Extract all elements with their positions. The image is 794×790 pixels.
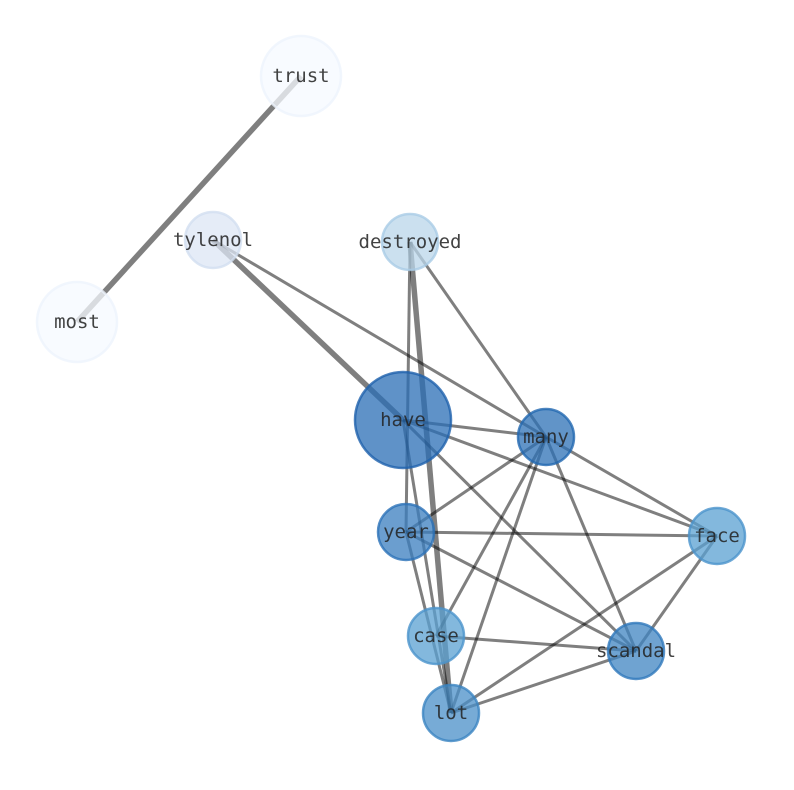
edge-have-face: [402, 418, 718, 538]
node-destroyed[interactable]: destroyed: [359, 212, 462, 272]
node-circle[interactable]: [421, 683, 481, 743]
edge-trust-most: [74, 74, 304, 324]
node-circle[interactable]: [687, 506, 747, 566]
node-label: case: [413, 625, 459, 647]
node-circle[interactable]: [516, 407, 576, 467]
edge-have-scandal: [401, 418, 638, 653]
node-year[interactable]: year: [376, 502, 436, 562]
edge-many-lot: [449, 436, 548, 714]
node-label: year: [383, 521, 429, 543]
edge-many-scandal: [544, 436, 638, 652]
node-trust[interactable]: trust: [259, 34, 343, 118]
node-circle[interactable]: [376, 502, 436, 562]
node-label: trust: [272, 65, 329, 87]
edge-face-lot: [450, 534, 718, 715]
node-circle[interactable]: [259, 34, 343, 118]
node-circle[interactable]: [406, 606, 466, 666]
node-label: destroyed: [359, 231, 462, 253]
edge-tylenol-many: [212, 238, 547, 439]
node-label: face: [694, 525, 740, 547]
node-most[interactable]: most: [35, 280, 119, 364]
edge-year-scandal: [405, 530, 637, 653]
node-label: many: [523, 426, 569, 448]
node-label: scandal: [596, 640, 676, 662]
node-label: lot: [434, 702, 468, 724]
edge-year-face: [405, 530, 718, 538]
edge-destroyed-many: [408, 241, 548, 438]
node-tylenol[interactable]: tylenol: [173, 210, 253, 270]
node-many[interactable]: many: [516, 407, 576, 467]
node-label: have: [380, 409, 426, 431]
edge-many-face: [545, 435, 718, 538]
node-face[interactable]: face: [687, 506, 747, 566]
node-scandal[interactable]: scandal: [596, 621, 676, 681]
node-label: tylenol: [173, 229, 253, 251]
node-circle[interactable]: [35, 280, 119, 364]
edge-lot-scandal: [450, 649, 637, 715]
node-circle[interactable]: [606, 621, 666, 681]
node-have[interactable]: have: [353, 370, 453, 470]
node-circle[interactable]: [353, 370, 453, 470]
node-case[interactable]: case: [406, 606, 466, 666]
node-label: most: [54, 311, 100, 333]
node-circle[interactable]: [380, 212, 440, 272]
node-circle[interactable]: [183, 210, 243, 270]
nodes-layer: trust most tylenol destroyed have many year fac…: [35, 34, 747, 743]
edge-case-scandal: [435, 634, 637, 653]
node-lot[interactable]: lot: [421, 683, 481, 743]
edge-many-case: [434, 436, 548, 637]
